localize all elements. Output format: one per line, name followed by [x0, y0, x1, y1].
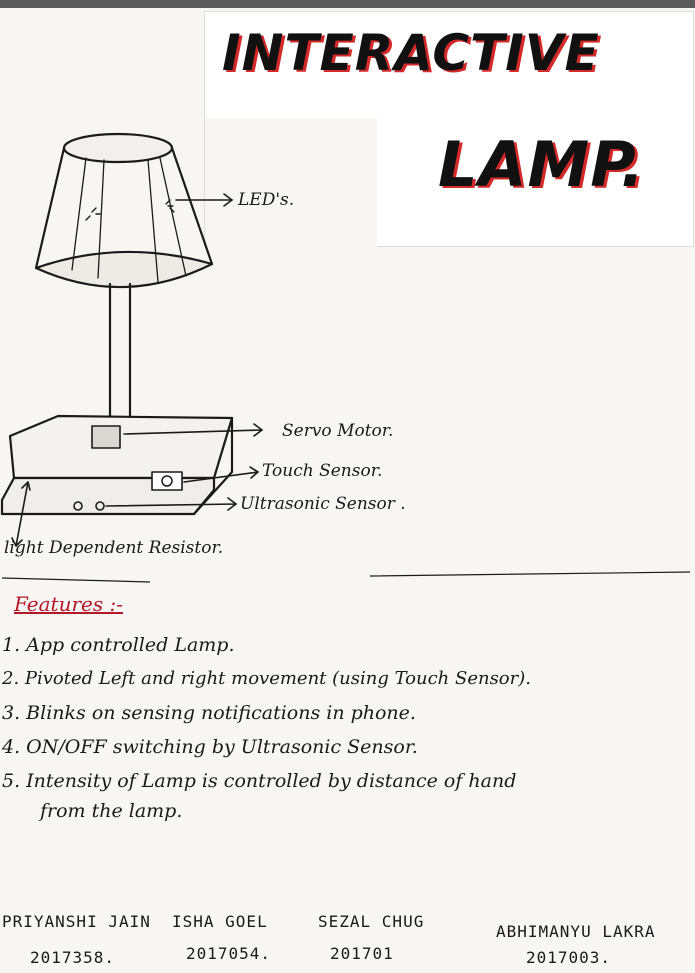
label-touch-sensor: Touch Sensor.	[262, 461, 382, 481]
author-id-4: 2017003.	[526, 948, 611, 967]
feature-item-4: 4. ON/OFF switching by Ultrasonic Sensor…	[2, 736, 418, 758]
author-name-2: ISHA GOEL	[172, 912, 268, 931]
label-leds: LED's.	[238, 190, 294, 210]
author-id-2: 2017054.	[186, 944, 271, 963]
feature-item-1: 1. App controlled Lamp.	[2, 634, 235, 656]
servo-block	[92, 426, 120, 448]
shade-bottom-rim	[36, 252, 212, 287]
lamp-base-top	[10, 416, 232, 478]
touch-sensor-square	[152, 472, 182, 490]
label-ultrasonic-sensor: Ultrasonic Sensor .	[240, 494, 406, 514]
author-id-1: 2017358.	[30, 948, 115, 967]
features-heading: Features :-	[14, 592, 123, 616]
author-id-3: 201701	[330, 944, 394, 963]
section-divider	[2, 572, 690, 582]
label-servo-motor: Servo Motor.	[282, 421, 393, 441]
author-name-1: PRIYANSHI JAIN	[2, 912, 151, 931]
shade-body	[36, 148, 212, 268]
arrow-leds	[176, 194, 232, 206]
label-ldr: light Dependent Resistor.	[4, 538, 223, 558]
shade-top-rim	[64, 134, 172, 162]
feature-item-2: 2. Pivoted Left and right movement (usin…	[2, 668, 531, 689]
led-left	[86, 208, 100, 220]
feature-item-5-continued: from the lamp.	[40, 800, 182, 822]
author-name-3: SEZAL CHUG	[318, 912, 424, 931]
feature-item-3: 3. Blinks on sensing notifications in ph…	[2, 702, 416, 724]
author-name-4: ABHIMANYU LAKRA	[496, 922, 656, 941]
feature-item-5: 5. Intensity of Lamp is controlled by di…	[2, 770, 516, 792]
